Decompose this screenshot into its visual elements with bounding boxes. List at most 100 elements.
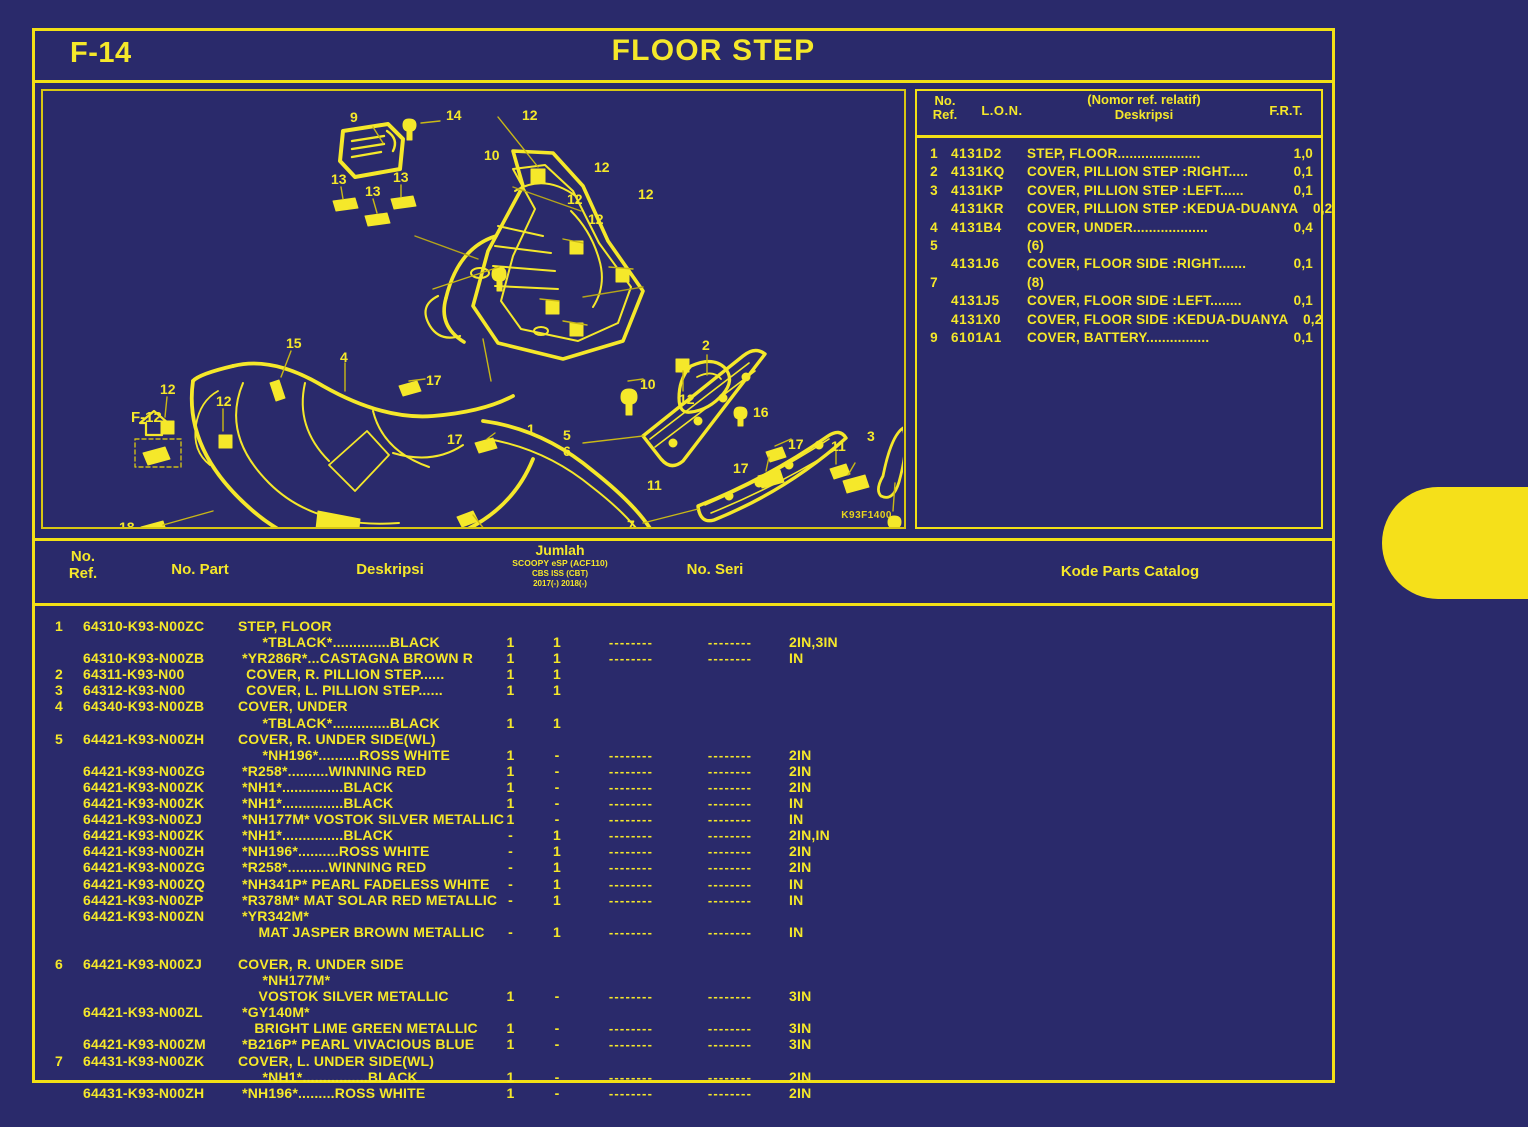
- cell-kode-parts-catalog: IN: [789, 875, 804, 892]
- cell-deskripsi: COVER, R. PILLION STEP......: [238, 666, 445, 683]
- callout-5: 5: [563, 427, 571, 443]
- cell-qty-2: 1: [553, 843, 561, 860]
- cell-no-seri-2: --------: [707, 924, 753, 940]
- cell-kode-parts-catalog: 3IN: [789, 1020, 812, 1037]
- cell-deskripsi: *YR286R*...CASTAGNA BROWN R: [238, 650, 474, 667]
- cell-no-seri-1: --------: [608, 1085, 654, 1101]
- cell-no-part: 64421-K93-N00ZJ: [83, 955, 202, 972]
- table-row: 64310-K93-N00ZB *YR286R*...CASTAGNA BROW…: [35, 650, 1332, 666]
- cell-no-seri-1: --------: [608, 924, 654, 940]
- cell-qty-2: 1: [553, 682, 561, 699]
- lon-cell-lon: 4131D2: [951, 146, 1002, 161]
- cell-deskripsi: *NH177M*: [238, 972, 331, 989]
- cell-qty-1: 1: [506, 988, 515, 1005]
- cell-kode-parts-catalog: IN: [789, 923, 804, 940]
- lon-cell-no-ref: 2: [930, 164, 938, 180]
- cell-no-seri-1: --------: [608, 844, 654, 860]
- cell-no-seri-1: --------: [608, 828, 654, 844]
- cell-qty-2: 1: [553, 891, 561, 908]
- cell-deskripsi: *NH1*...............BLACK: [238, 795, 394, 812]
- callout-13b: 13: [365, 183, 381, 199]
- cell-no-part: 64421-K93-N00ZP: [83, 891, 204, 908]
- cell-kode-parts-catalog: 2IN: [789, 1084, 812, 1101]
- upper-section: 9 14 12 10 13 13 13 12 12 12 12 12 10 1 …: [35, 83, 1332, 541]
- cell-no-part: 64421-K93-N00ZM: [83, 1036, 206, 1053]
- cell-no-part: 64421-K93-N00ZK: [83, 778, 205, 795]
- table-row: 64421-K93-N00ZK *NH1*...............BLAC…: [35, 779, 1332, 795]
- callout-14: 14: [446, 107, 462, 123]
- callout-6: 6: [563, 443, 571, 459]
- callout-7: 7: [627, 517, 635, 529]
- parts-header-no-part: No. Part: [171, 561, 229, 578]
- cell-qty-1: 1: [506, 1020, 515, 1037]
- lon-cell-no-ref: 5: [930, 237, 938, 253]
- cell-no-part: 64421-K93-N00ZL: [83, 1004, 203, 1021]
- ref-label-f12-upper[interactable]: F-12: [131, 409, 162, 426]
- cell-deskripsi: VOSTOK SILVER METALLIC: [238, 988, 449, 1005]
- cell-qty-1: 1: [506, 1084, 515, 1101]
- cell-kode-parts-catalog: IN: [789, 795, 804, 812]
- cell-no-seri-2: --------: [707, 1021, 753, 1037]
- lon-cell-lon: 4131J6: [951, 256, 1000, 272]
- cell-no-seri-2: --------: [707, 635, 753, 651]
- lon-cell-deskripsi: COVER, FLOOR SIDE :RIGHT.......: [1027, 256, 1247, 272]
- parts-header-jumlah: Jumlah SCOOPY eSP (ACF110) CBS ISS (CBT)…: [485, 543, 635, 588]
- callout-12e: 12: [588, 211, 604, 227]
- cell-no-seri-2: --------: [707, 1085, 753, 1101]
- lon-cell-deskripsi: STEP, FLOOR.....................: [1027, 146, 1201, 161]
- parts-header-kode-parts-catalog: Kode Parts Catalog: [1060, 563, 1200, 580]
- jumlah-years: 2017(-) 2018(-): [533, 578, 587, 588]
- callout-12d: 12: [567, 191, 583, 207]
- cell-no-seri-1: --------: [608, 1069, 654, 1085]
- lon-cell-no-ref: 1: [930, 146, 938, 161]
- cell-kode-parts-catalog: 2IN: [789, 746, 812, 763]
- cell-qty-1: -: [508, 827, 513, 844]
- cell-qty-1: 1: [506, 666, 515, 683]
- cell-qty-1: 1: [506, 1068, 515, 1085]
- cell-deskripsi: *NH1*...............BLACK: [238, 778, 394, 795]
- callout-2: 2: [702, 337, 710, 353]
- cell-qty-2: 1: [553, 923, 561, 940]
- cell-no-seri-1: --------: [608, 876, 654, 892]
- cell-kode-parts-catalog: 2IN: [789, 843, 812, 860]
- cell-no-part: 64312-K93-N00: [83, 682, 186, 699]
- jumlah-title: Jumlah: [535, 542, 585, 558]
- cell-no-ref: 4: [55, 698, 63, 715]
- cell-qty-1: 1: [506, 634, 515, 651]
- table-row: 64421-K93-N00ZG *R258*..........WINNING …: [35, 859, 1332, 875]
- cell-qty-1: 1: [506, 762, 515, 779]
- cell-no-part: 64340-K93-N00ZB: [83, 698, 205, 715]
- cell-no-seri-1: --------: [608, 1037, 654, 1053]
- cell-deskripsi: *NH1*...............BLACK: [238, 827, 394, 844]
- cell-deskripsi: STEP, FLOOR: [238, 618, 332, 634]
- lon-header-lon: L.O.N.: [981, 103, 1023, 118]
- cell-no-seri-2: --------: [707, 989, 753, 1005]
- callout-13c: 13: [393, 169, 409, 185]
- jumlah-model: SCOOPY eSP (ACF110): [512, 558, 608, 568]
- cell-qty-2: -: [554, 746, 560, 763]
- cell-kode-parts-catalog: 2IN: [789, 778, 812, 795]
- table-row: [35, 940, 1332, 956]
- cell-qty-2: -: [554, 1036, 560, 1053]
- cell-no-part: 64311-K93-N00: [83, 666, 185, 683]
- cell-qty-2: -: [554, 1020, 560, 1037]
- table-row: 64421-K93-N00ZH *NH196*..........ROSS WH…: [35, 843, 1332, 859]
- cell-kode-parts-catalog: 2IN: [789, 859, 812, 876]
- cell-qty-1: 1: [506, 650, 515, 667]
- cell-deskripsi: *TBLACK*..............BLACK: [238, 634, 440, 651]
- cell-deskripsi: *NH177M* VOSTOK SILVER METALLIC: [238, 811, 505, 828]
- callout-12h: 12: [216, 393, 232, 409]
- cell-no-seri-2: --------: [707, 1037, 753, 1053]
- cell-qty-2: -: [554, 795, 560, 812]
- callout-1: 1: [527, 421, 535, 437]
- callout-10b: 10: [640, 376, 656, 392]
- cell-deskripsi: COVER, L. UNDER SIDE(WL): [238, 1052, 435, 1069]
- lon-cell-deskripsi: (6): [1027, 237, 1045, 253]
- callout-12a: 12: [522, 107, 538, 123]
- cell-no-part: 64421-K93-N00ZQ: [83, 875, 206, 892]
- table-row: 64421-K93-N00ZK *NH1*...............BLAC…: [35, 795, 1332, 811]
